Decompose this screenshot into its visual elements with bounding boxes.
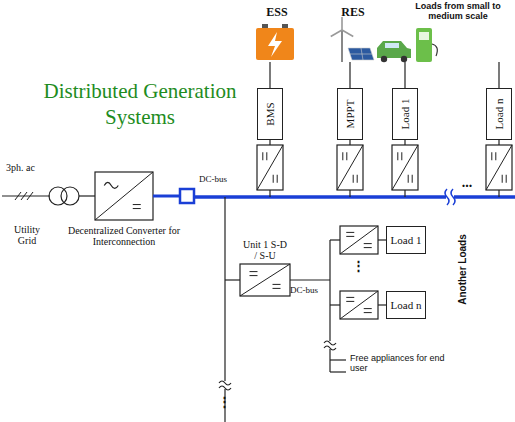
- converter-symbol: [486, 145, 512, 190]
- wire: [349, 140, 350, 145]
- converter-symbol: [340, 291, 378, 319]
- load-box: Load n: [386, 291, 426, 319]
- dc-bus: [194, 195, 515, 199]
- ess-label: ESS: [262, 6, 292, 19]
- converter-symbol: [240, 264, 290, 296]
- converter-label: Decentralized Converter for Interconnect…: [65, 225, 183, 247]
- converter-box: Decentralized Converter for Interconnect…: [95, 172, 153, 220]
- wind-solar-icon: [331, 17, 374, 62]
- bus-label: DC-bus: [290, 286, 326, 296]
- appliance-lead: [330, 359, 346, 360]
- converter-symbol: [257, 145, 283, 190]
- box-label: BMS: [264, 102, 276, 125]
- box-label: Load 1: [391, 234, 422, 246]
- grid-label: Utility Grid: [4, 224, 50, 246]
- phase-tick: [27, 192, 33, 200]
- converter-symbol: [337, 145, 363, 190]
- break-mark: [324, 341, 336, 350]
- wire: [404, 140, 405, 145]
- battery-icon: [256, 24, 294, 60]
- phase-tick: [15, 192, 21, 200]
- wire: [498, 62, 499, 88]
- wire: [269, 190, 270, 197]
- ev-charger-icon: [377, 28, 437, 62]
- appliance-lead: [330, 371, 346, 372]
- wire: [329, 240, 330, 372]
- ellipsis: ⋮: [214, 395, 234, 409]
- bus-label: DC-bus: [199, 175, 239, 185]
- wire: [330, 304, 340, 305]
- phase-tick: [21, 192, 27, 200]
- box-label: MPPT: [344, 100, 356, 129]
- wire: [378, 304, 386, 305]
- wire: [290, 279, 330, 280]
- box-label: Load n: [493, 99, 505, 130]
- module-box: Load n: [486, 88, 512, 140]
- module-box: Load 1: [392, 88, 418, 140]
- res-label: RES: [336, 6, 370, 19]
- wire: [404, 62, 405, 88]
- converter-symbol: [392, 145, 418, 190]
- appliance-label: Free appliances for end user: [350, 354, 446, 374]
- wire: [349, 190, 350, 197]
- diagram-title: Distributed Generation Systems: [18, 78, 262, 131]
- wire: [498, 190, 499, 197]
- break-mark: [445, 189, 455, 205]
- grid-line: [2, 195, 50, 196]
- box-label: Load n: [391, 299, 422, 311]
- module-box: BMS: [257, 88, 283, 140]
- converter-symbol: [340, 226, 378, 254]
- load-box: Load 1: [386, 226, 426, 254]
- transformer-symbol: [49, 187, 79, 205]
- wire: [269, 62, 270, 88]
- break-mark: [219, 381, 231, 390]
- module-box: MPPT: [337, 88, 363, 140]
- wire: [404, 190, 405, 197]
- ellipsis: ⋮: [348, 259, 368, 273]
- ellipsis: ...: [455, 175, 479, 190]
- wire: [269, 140, 270, 145]
- wire: [79, 195, 95, 196]
- loads-heading: Loads from small to medium scale: [404, 2, 512, 22]
- dc-link: [153, 195, 180, 198]
- bus-terminal: [180, 189, 194, 203]
- box-label: Load 1: [399, 99, 411, 130]
- wire: [330, 239, 340, 240]
- wire: [225, 279, 240, 280]
- wire: [349, 62, 350, 88]
- wire: [498, 140, 499, 145]
- wire: [378, 239, 386, 240]
- converter-symbol: [95, 172, 153, 220]
- converter-label: Unit 1 S-D / S-U: [243, 239, 287, 261]
- side-note: Another Loads: [457, 230, 468, 310]
- converter-box: Unit 1 S-D / S-U: [240, 264, 290, 296]
- grid-phase-label: 3ph. ac: [6, 162, 56, 173]
